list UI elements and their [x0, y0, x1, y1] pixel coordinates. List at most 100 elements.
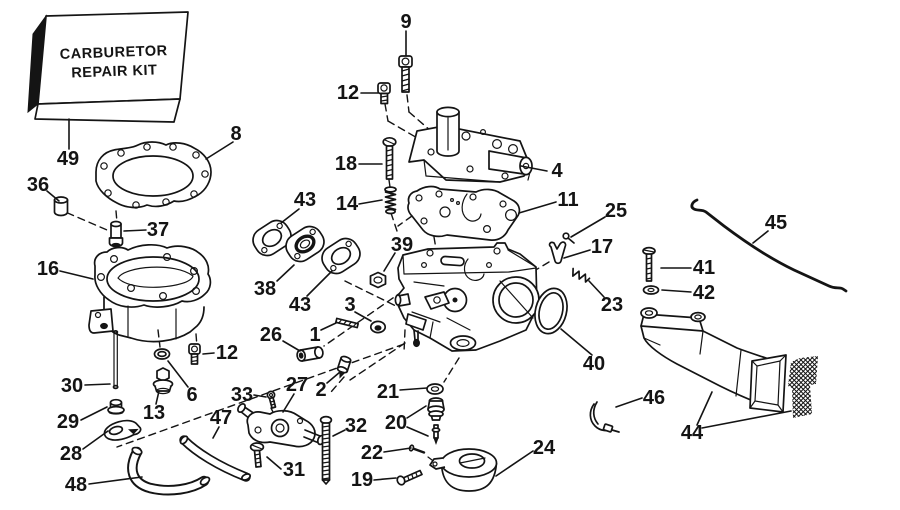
leader-line-1	[320, 322, 337, 331]
callout-3: 3	[344, 294, 355, 316]
assembly-dashed-line	[406, 94, 410, 113]
part-31-screw	[249, 442, 265, 468]
leader-line-27	[282, 393, 295, 413]
part-38-reed-plate	[285, 225, 325, 263]
leader-line-12	[202, 352, 215, 355]
part-8-gasket	[95, 141, 212, 209]
callout-23: 23	[601, 294, 623, 316]
leader-line-29	[80, 406, 108, 421]
callout-40: 40	[583, 353, 605, 375]
assembly-dashed-line	[384, 103, 389, 122]
leader-line-28	[82, 430, 109, 450]
assembly-dashed-lines	[55, 94, 550, 448]
part-29-cap-nut	[107, 398, 125, 415]
leader-line-44	[696, 391, 713, 426]
part-47-hose	[179, 435, 251, 482]
part-4-cover	[408, 106, 533, 183]
part-46-clamp-tie	[589, 401, 620, 433]
leader-line-8	[205, 141, 234, 160]
part-43-gasket-bottom	[321, 237, 361, 275]
callout-17: 17	[591, 236, 613, 258]
part-37-plug	[108, 220, 124, 248]
callout-22: 22	[361, 442, 383, 464]
assembly-dashed-line	[344, 280, 399, 308]
callout-21: 21	[377, 381, 399, 403]
assembly-dashed-line	[390, 212, 398, 232]
part-16-float-bowl	[88, 244, 212, 343]
leader-line-20	[406, 426, 429, 437]
leader-line-39	[383, 252, 396, 272]
part-42-washer	[642, 285, 660, 295]
callout-27: 27	[286, 374, 308, 396]
callout-43: 43	[289, 294, 311, 316]
callout-30: 30	[61, 375, 83, 397]
callout-33: 33	[231, 384, 253, 406]
callout-39: 39	[391, 234, 413, 256]
leader-line-17	[563, 249, 591, 259]
part-18-screw	[382, 136, 397, 180]
leader-line-46	[615, 397, 643, 408]
assembly-dashed-line	[349, 342, 406, 381]
callout-12: 12	[216, 342, 238, 364]
callout-44: 44	[681, 422, 704, 444]
part-41-screw	[642, 246, 656, 282]
part-carburetor-body	[394, 242, 540, 352]
leader-line-47	[212, 426, 220, 439]
leader-line-32	[332, 429, 346, 437]
leader-line-38	[276, 264, 295, 282]
part-12-screw-top	[377, 82, 391, 105]
leader-line-4	[520, 165, 548, 172]
part-1-pin	[334, 317, 360, 329]
part-32-screw-long	[319, 415, 333, 485]
leader-line-24	[495, 450, 534, 477]
part-9-screw	[398, 55, 413, 93]
part-36-plug	[53, 196, 69, 217]
leader-line-30	[84, 383, 111, 386]
leader-line-11	[518, 201, 557, 214]
part-23-spring	[572, 267, 591, 283]
leader-line-2	[326, 371, 341, 384]
leader-line-33	[253, 394, 267, 398]
callout-14: 14	[336, 193, 359, 215]
assembly-dashed-line	[433, 236, 437, 250]
part-45-link-rod	[690, 198, 848, 293]
part-44-screen	[788, 356, 818, 418]
callout-20: 20	[385, 412, 407, 434]
callout-41: 41	[693, 257, 715, 279]
callout-25: 25	[605, 200, 627, 222]
part-30-rod	[112, 330, 119, 390]
kit-box-line1: CARBURETOR	[60, 43, 168, 63]
part-49-repair-kit-box: CARBURETOR REPAIR KIT	[27, 11, 189, 123]
part-26-plug	[296, 346, 324, 362]
assembly-dashed-line	[323, 290, 404, 347]
callout-49: 49	[57, 148, 79, 170]
callout-19: 19	[351, 469, 373, 491]
leader-line-43	[306, 270, 333, 297]
assembly-dashed-line	[330, 376, 345, 393]
assembly-dashed-line	[397, 215, 413, 227]
part-6-o-ring	[153, 348, 171, 360]
assembly-dashed-line	[195, 333, 198, 348]
part-2-plug	[336, 355, 352, 379]
callout-28: 28	[60, 443, 82, 465]
leader-line-37	[123, 229, 147, 232]
callout-13: 13	[143, 402, 165, 424]
callout-32: 32	[345, 415, 367, 437]
leader-line-6	[167, 360, 189, 388]
callout-36: 36	[27, 174, 49, 196]
leader-line-3	[354, 311, 372, 322]
kit-box-line2: REPAIR KIT	[71, 62, 158, 81]
leader-line-31	[266, 456, 282, 470]
part-28-cam-plate	[103, 419, 142, 441]
part-40-seal-ring	[534, 287, 568, 335]
part-39-nut	[369, 271, 387, 289]
assembly-dashed-line	[408, 111, 432, 132]
part-43-gasket-top	[252, 219, 292, 257]
leader-line-22	[383, 447, 412, 453]
part-20-needle-valve	[427, 397, 445, 445]
callout-26: 26	[260, 324, 282, 346]
assembly-dashed-line	[55, 207, 115, 234]
